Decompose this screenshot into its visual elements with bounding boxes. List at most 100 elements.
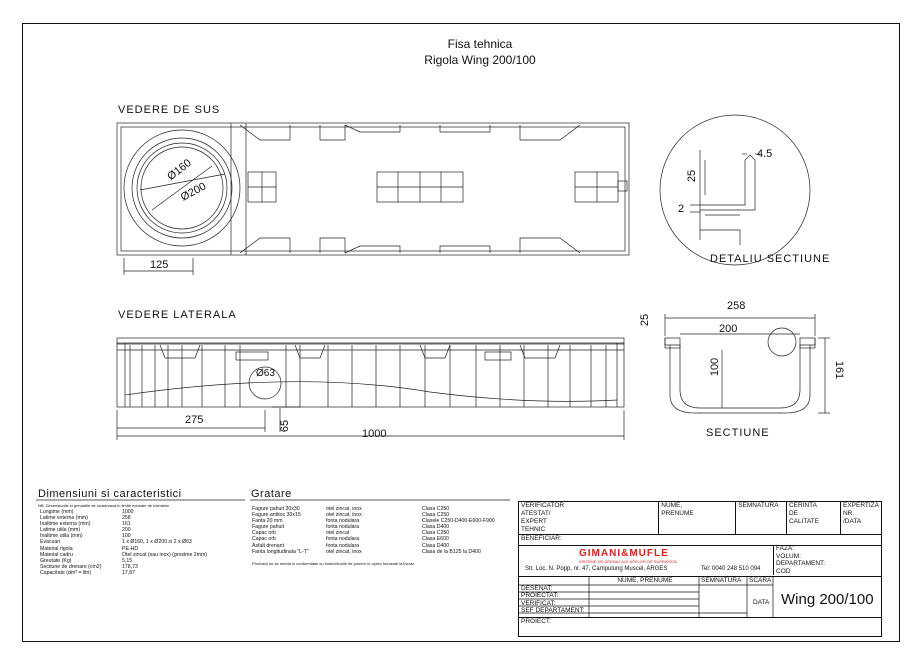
prenume-label: PRENUME	[661, 510, 694, 517]
expert-label: EXPERT	[521, 518, 547, 525]
signature-grid: NUME, PRENUME SEMNATURA SCARA DESENAT: P…	[518, 577, 882, 618]
dim-1000: 1000	[362, 428, 387, 440]
spec-label: Material rigola	[40, 545, 73, 552]
proiectat-label: PROIECTAT:	[521, 592, 559, 600]
expertiza-label: EXPERTIZA	[842, 502, 879, 509]
view-section-label: SECTIUNE	[706, 427, 770, 439]
spec-label: Latime utila (mm)	[40, 527, 81, 534]
sef-label: SEF DEPARTAMENT:	[521, 606, 585, 614]
grate-class: Clasa D400	[422, 542, 450, 549]
grate-material: otel zincat	[326, 530, 350, 537]
dim-275: 275	[185, 414, 204, 426]
specs-table: Lungime (mm)1000 Latime externa (mm)258 …	[40, 509, 207, 576]
dim-65: 65	[279, 419, 292, 433]
col-semnatura-label: SEMNATURA	[701, 577, 742, 584]
semnatura-label: SEMNATURA	[735, 501, 787, 535]
company-address: Str. Loc. N. Popp, nr. 47, Campulung Mus…	[525, 566, 668, 572]
dim-detail-25: 25	[686, 169, 699, 183]
grate-material: otel zincat, inox	[326, 506, 362, 512]
company-logo: GIMANI&MUFLE	[579, 548, 669, 559]
spec-value: 100	[122, 533, 131, 540]
grate-material: otel zincat, inox	[326, 512, 362, 519]
lateral-view-drawing	[116, 337, 625, 440]
section-drawing	[664, 314, 830, 414]
dim-detail-2: 2	[678, 203, 685, 215]
cerinta-label: CERINTA	[788, 502, 817, 509]
approval-table: VERIFICATOR ATESTAT/ EXPERT TEHNIC NUME,…	[517, 501, 883, 546]
grate-type: Fagure pahuit 30x30	[252, 506, 300, 512]
spec-value: 5,15	[122, 557, 133, 564]
verificator-label: VERIFICATOR	[521, 502, 565, 509]
volum-label: VOLUM:	[776, 552, 801, 560]
dim-25: 25	[639, 313, 652, 327]
proiect-label: PROIECT:	[521, 618, 551, 625]
dim-detail-45: 4.5	[757, 148, 773, 160]
dim-100: 100	[709, 357, 722, 377]
specs-note: NB: Dimensiunile si greutatile se incadr…	[38, 503, 169, 508]
product-name: Wing 200/100	[781, 591, 874, 608]
grate-type: Fanta 20 mm	[252, 518, 283, 525]
col-scara-label: SCARA	[749, 577, 772, 584]
grate-type: Capac orb	[252, 536, 276, 543]
spec-value: 178,73	[122, 563, 138, 570]
spec-label: Capacitate (dm³ = litri)	[40, 569, 92, 576]
grate-type: Capac orb	[252, 530, 276, 537]
grate-class: Clasa D400	[422, 524, 450, 531]
title-block: VERIFICATOR ATESTAT/ EXPERT TEHNIC NUME,…	[517, 501, 883, 637]
spec-value: 200	[122, 527, 131, 534]
nume-label: NUME,	[661, 502, 683, 509]
spec-value: Otel zincat (sau inox) (grosime 2mm)	[122, 551, 208, 558]
beneficiar-label: BENEFICIAR:	[518, 534, 882, 546]
detail-drawing	[659, 114, 811, 266]
data-field-label: DATA	[753, 599, 770, 606]
spec-label: Latime externa (mm)	[40, 515, 88, 522]
col-nume-label: NUME, PRENUME	[617, 577, 673, 584]
departament-label: DEPARTAMENT:	[776, 560, 826, 567]
dim-d63: Ø63	[256, 368, 275, 379]
view-detail-label: DETALIU SECTIUNE	[710, 253, 831, 265]
spec-label: Greutate (Kg)	[40, 557, 72, 564]
verificat-label: VERIFICAT:	[521, 599, 556, 607]
spec-value: PE-HD	[122, 545, 139, 552]
specs-heading: Dimensiuni si caracteristici	[38, 488, 182, 500]
grate-material: fonta nodulara	[326, 542, 360, 549]
grate-type: Fanta longitudinala "L-T"	[252, 548, 309, 555]
desenat-label: DESENAT:	[521, 585, 553, 592]
sheet-title: Fisa tehnica Rigola Wing 200/100	[380, 37, 580, 67]
grate-class: Clasa C250	[422, 512, 450, 519]
grate-class: Clasa C250	[422, 530, 450, 537]
gratare-heading: Gratare	[251, 488, 292, 500]
spec-value: 1 x Ø160, 1 x Ø200 si 2 x Ø63	[122, 539, 192, 546]
spec-value: 258	[122, 515, 131, 522]
tehnic-label: TEHNIC	[521, 526, 546, 533]
spec-label: Sectiune de drenare (cm2)	[40, 563, 102, 570]
spec-value: 1000	[122, 509, 134, 515]
grate-material: fonta nodulara	[326, 536, 360, 543]
phase-cell: FAZA: VOLUM: DEPARTAMENT: COD	[773, 545, 883, 575]
dim-258: 258	[727, 300, 746, 312]
company-tagline: SISTEME DE DRENAJ ALE APELOR DE SUPRAFAT…	[579, 559, 677, 564]
signature-grid-lines	[519, 577, 774, 617]
de-label: DE	[788, 510, 798, 517]
spec-value: 17,87	[122, 569, 135, 576]
proiect-cell: PROIECT:	[518, 618, 882, 637]
grate-material: fonta nodulara	[326, 524, 360, 531]
dim-200: 200	[719, 323, 738, 335]
calitate-label: CALITATE	[788, 518, 820, 525]
grate-material: otel zincat, inox	[326, 548, 362, 555]
grate-material: fonta nodulara	[326, 518, 360, 525]
grate-type: Asfalt drenant	[252, 542, 285, 549]
dim-161: 161	[833, 360, 846, 380]
spec-value: 161	[122, 521, 131, 528]
spec-label: Inaltime externa (mm)	[40, 521, 91, 528]
data-label: /DATA	[842, 518, 862, 525]
spec-label: Evacuari	[40, 539, 61, 546]
grate-type: Fagure antitoc 30x15	[252, 512, 301, 519]
title-line-1: Fisa tehnica	[447, 37, 513, 51]
spec-label: Material cadru	[40, 551, 73, 558]
cod-label: COD	[776, 567, 791, 575]
top-view-drawing	[116, 122, 630, 275]
grate-type: Fagure pahuit	[252, 524, 285, 531]
